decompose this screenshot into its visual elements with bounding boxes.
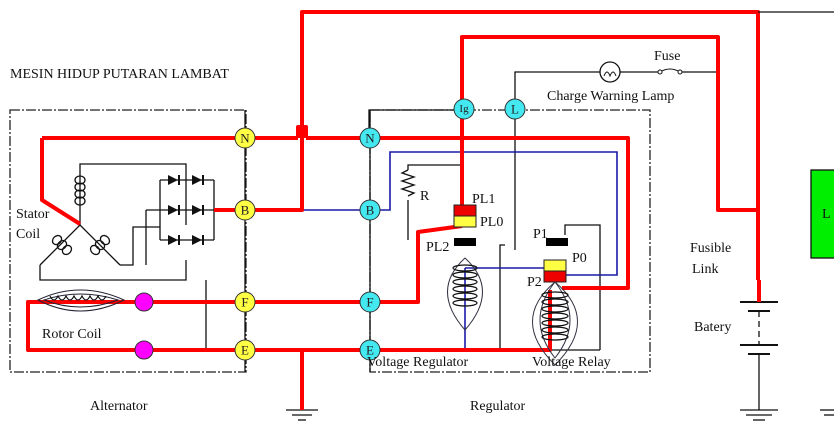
contact-p1 bbox=[546, 238, 568, 246]
stator-label-2: Coil bbox=[16, 227, 40, 242]
alt-terminal-e-label: E bbox=[241, 343, 249, 358]
alt-terminal-n-label: N bbox=[240, 131, 250, 146]
alt-terminal-f-label: F bbox=[241, 295, 248, 310]
regulator-box bbox=[369, 109, 651, 373]
contact-p0 bbox=[543, 259, 567, 272]
fuse-icon bbox=[659, 68, 681, 73]
alternator-terminals: N B F E bbox=[234, 127, 256, 361]
resistor-icon bbox=[399, 169, 417, 197]
contact-pl2 bbox=[454, 238, 476, 246]
rotor-label: Rotor Coil bbox=[42, 327, 102, 342]
charge-warning-lamp-icon bbox=[599, 61, 621, 83]
alt-terminal-f[interactable] bbox=[234, 291, 256, 313]
reg-terminal-e-label: E bbox=[366, 343, 374, 358]
stator-coil bbox=[51, 175, 111, 256]
ground-icon-battery bbox=[740, 409, 778, 421]
reg-terminal-ig-label: Ig bbox=[459, 103, 469, 115]
reg-terminal-l-label: L bbox=[511, 102, 519, 117]
ground-icon-load bbox=[820, 409, 834, 416]
stator-label-1: Stator bbox=[16, 207, 50, 222]
lamp-filament bbox=[603, 71, 617, 78]
pl2-label: PL2 bbox=[426, 240, 449, 255]
rotor-brush-f bbox=[134, 292, 154, 312]
alternator-label: Alternator bbox=[90, 399, 148, 414]
fuse-terminal bbox=[677, 69, 683, 75]
rotor-brush-e bbox=[134, 340, 154, 360]
reg-terminal-b-label: B bbox=[366, 203, 375, 218]
alt-terminal-e[interactable] bbox=[234, 339, 256, 361]
contact-pl0 bbox=[453, 215, 477, 228]
pl1-label: PL1 bbox=[472, 192, 495, 207]
voltage-regulator-coil bbox=[447, 257, 483, 331]
alt-terminal-n[interactable] bbox=[234, 127, 256, 149]
fusible-link-label-1: Fusible bbox=[690, 241, 731, 256]
reg-terminal-e[interactable] bbox=[359, 339, 381, 361]
fusible-link-label-2: Link bbox=[692, 262, 718, 277]
lamp-label: Charge Warning Lamp bbox=[547, 89, 674, 104]
alt-terminal-b[interactable] bbox=[234, 199, 256, 221]
black-wiring bbox=[39, 71, 720, 372]
reg-terminal-n-label: N bbox=[365, 131, 375, 146]
battery-icon bbox=[740, 301, 778, 355]
rectifier-diodes bbox=[168, 175, 204, 245]
p0-label: P0 bbox=[572, 251, 587, 266]
load-box bbox=[810, 169, 834, 259]
p1-label: P1 bbox=[533, 227, 548, 242]
contact-p2 bbox=[543, 270, 567, 283]
reg-terminal-l[interactable] bbox=[504, 98, 526, 120]
pl0-label: PL0 bbox=[480, 215, 503, 230]
reg-terminal-n[interactable] bbox=[359, 127, 381, 149]
ground-icon-alternator bbox=[286, 409, 318, 421]
voltage-relay-label: Voltage Relay bbox=[532, 355, 611, 370]
load-label: L bbox=[822, 207, 831, 222]
fuse-terminal bbox=[657, 69, 663, 75]
p2-label: P2 bbox=[527, 275, 542, 290]
reg-terminal-ig[interactable] bbox=[453, 98, 475, 120]
alt-terminal-b-label: B bbox=[241, 203, 250, 218]
alternator-box bbox=[9, 109, 247, 373]
regulator-terminals: N B F E Ig L bbox=[359, 98, 526, 361]
voltage-regulator-label: Voltage Regulator bbox=[367, 355, 469, 370]
reg-terminal-f-label: F bbox=[366, 295, 373, 310]
rotor-coil bbox=[36, 289, 126, 312]
reg-terminal-f[interactable] bbox=[359, 291, 381, 313]
fuse-label: Fuse bbox=[654, 49, 680, 64]
reg-terminal-b[interactable] bbox=[359, 199, 381, 221]
regulator-label: Regulator bbox=[470, 399, 526, 414]
resistor-label: R bbox=[420, 189, 430, 204]
voltage-relay-coil bbox=[532, 281, 578, 366]
battery-label: Batery bbox=[694, 320, 731, 335]
diagram-title: MESIN HIDUP PUTARAN LAMBAT bbox=[10, 67, 229, 82]
